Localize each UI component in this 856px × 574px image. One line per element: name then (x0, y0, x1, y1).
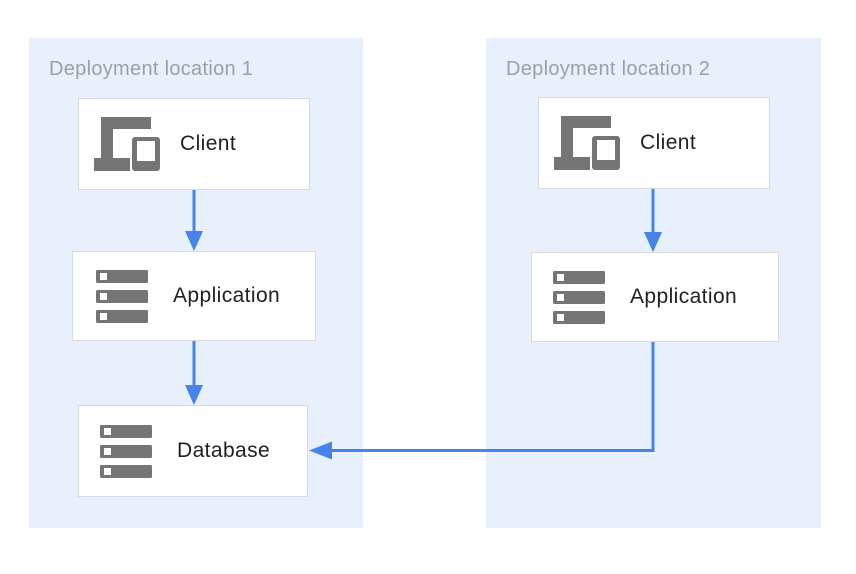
devices-icon (554, 116, 620, 170)
node-label: Application (630, 285, 738, 308)
node-label: Client (180, 132, 237, 155)
node-label: Client (640, 131, 697, 154)
node-loc2-client: Client (538, 97, 770, 189)
deployment-location-2-title: Deployment location 2 (506, 58, 711, 80)
node-loc2-application: Application (531, 252, 779, 342)
node-loc1-client: Client (78, 98, 310, 190)
server-stack-icon (96, 269, 148, 323)
devices-icon (94, 117, 160, 171)
server-stack-icon (553, 270, 605, 324)
deployment-location-1-title: Deployment location 1 (49, 58, 254, 80)
server-stack-icon (100, 424, 152, 478)
node-label: Application (173, 284, 281, 307)
node-label: Database (177, 439, 271, 462)
node-loc1-database: Database (78, 405, 308, 497)
node-loc1-application: Application (72, 251, 316, 341)
